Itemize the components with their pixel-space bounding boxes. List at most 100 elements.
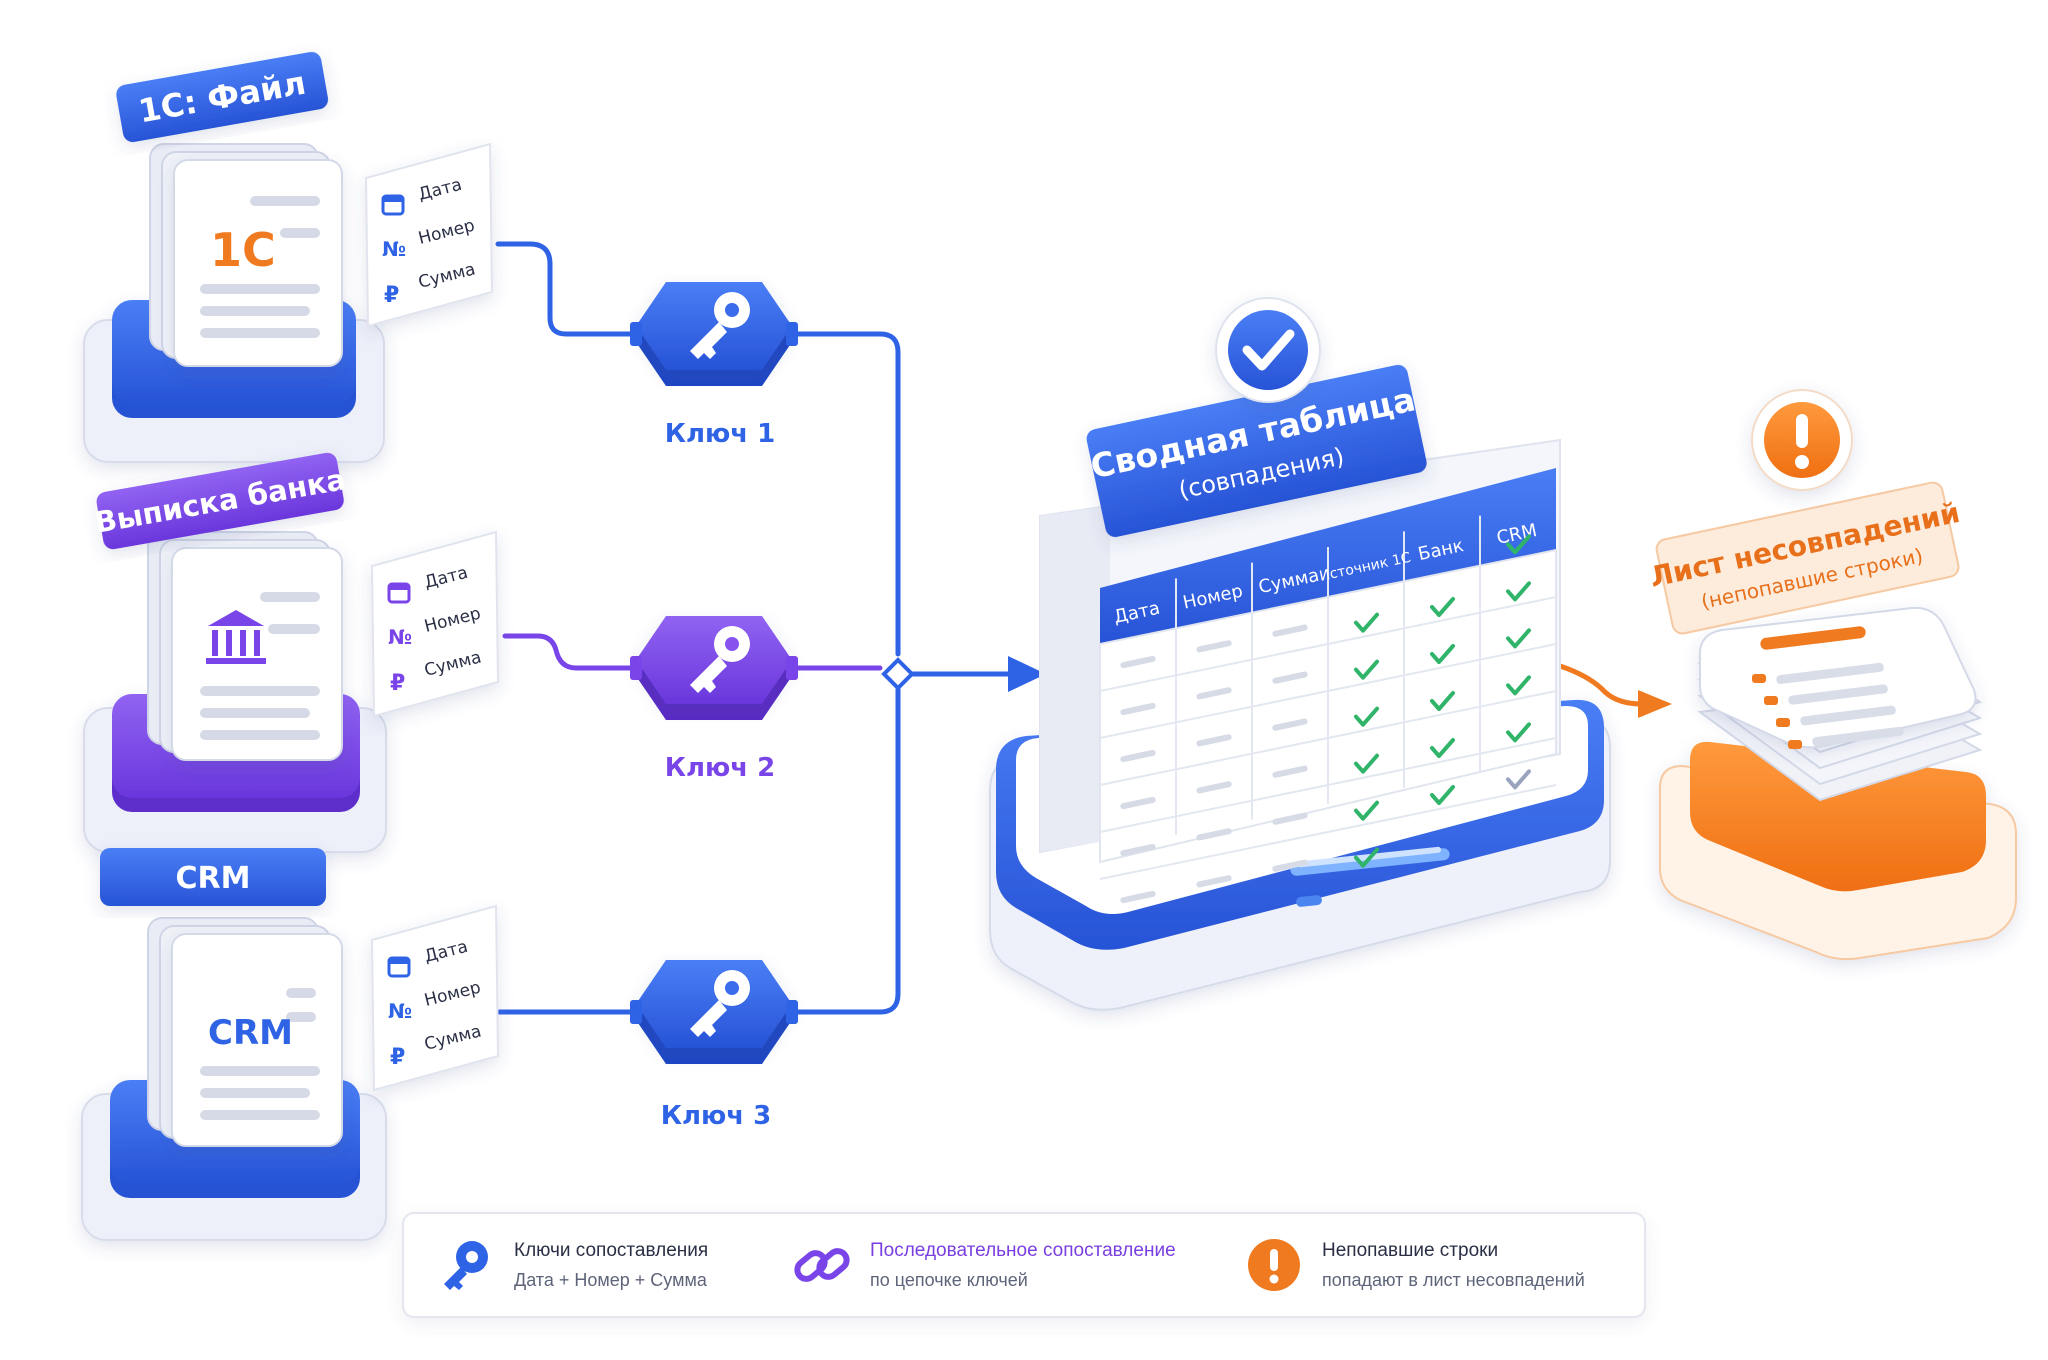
empty-cell-dash — [1196, 687, 1232, 700]
calendar-icon — [387, 956, 411, 978]
bank-icon — [206, 610, 266, 664]
match-check-icon — [1506, 581, 1531, 602]
empty-cell-dash — [1272, 812, 1308, 825]
ruble-icon: ₽ — [384, 283, 399, 308]
match-check-icon — [1506, 675, 1531, 696]
key-label: Ключ 3 — [661, 1101, 772, 1131]
table-grid — [1099, 515, 1557, 880]
key-icon — [444, 1241, 488, 1290]
exclamation-circle-icon — [1751, 389, 1853, 491]
key-label: Ключ 1 — [665, 419, 776, 449]
empty-cell-dash — [1272, 624, 1308, 637]
empty-cell-dash — [1196, 828, 1232, 841]
empty-cell-dash — [1120, 702, 1156, 716]
legend-item-mismatch: Непопавшие строки попадают в лист несовп… — [1242, 1233, 1585, 1297]
source-label: CRM — [176, 861, 251, 896]
crm-logo-icon: CRM — [208, 1013, 293, 1053]
table-match-checks — [1354, 534, 1531, 868]
key-icon — [690, 292, 750, 359]
key-node-1: Ключ 1 — [630, 282, 798, 449]
empty-cell-dash — [1196, 781, 1232, 794]
match-check-icon — [1430, 785, 1455, 805]
match-check-icon — [1430, 738, 1455, 758]
check-circle-icon — [1215, 297, 1321, 403]
arrow-to-summary — [1008, 656, 1046, 692]
empty-cell-dash — [1272, 765, 1308, 778]
mismatch-lines — [1752, 626, 1904, 749]
empty-cell-dash — [1272, 718, 1308, 731]
document-stack: CRM — [147, 917, 343, 1147]
match-check-icon — [1506, 534, 1531, 555]
row-divider — [1099, 690, 1557, 786]
1c-logo-icon: 1С — [210, 223, 276, 277]
legend-title: Последовательное сопоставление — [870, 1240, 1176, 1261]
legend-item-chain: Последовательное сопоставление по цепочк… — [790, 1233, 1242, 1297]
ruble-icon: ₽ — [390, 671, 405, 696]
empty-cell-dash — [1196, 640, 1232, 653]
empty-cell-dash — [1120, 749, 1156, 763]
key-node-2: Ключ 2 — [630, 616, 798, 783]
connector-key1-hub — [785, 331, 901, 657]
legend: Ключи сопоставления Дата + Номер + Сумма… — [402, 1212, 1646, 1318]
empty-cell-dash — [1120, 843, 1156, 857]
field-card: Дата № Номер ₽ Сумма — [370, 530, 500, 718]
document-stack — [147, 531, 343, 761]
field-card: Дата № Номер ₽ Сумма — [370, 904, 500, 1092]
legend-title: Ключи сопоставления — [514, 1240, 709, 1261]
match-check-icon — [1506, 628, 1531, 649]
hub-diamond — [881, 657, 915, 691]
chain-link-icon — [794, 1248, 850, 1282]
source-1c: 1С 1С: Файл Дата № Номер ₽ Сумма — [83, 51, 494, 463]
empty-cell-dash — [1120, 796, 1156, 810]
match-check-icon — [1354, 847, 1379, 868]
warning-icon — [1248, 1239, 1300, 1291]
legend-title: Непопавшие строки — [1322, 1240, 1499, 1261]
match-check-icon — [1354, 753, 1379, 774]
connectors — [495, 241, 1645, 1015]
source-crm: CRM CRM Дата № Номер ₽ Сумма — [81, 848, 500, 1241]
number-sign-icon: № — [382, 237, 406, 261]
match-check-icon — [1354, 706, 1379, 727]
match-check-icon — [1430, 597, 1455, 617]
mismatch-platform — [1659, 741, 2017, 961]
connector-source2-key2 — [502, 633, 643, 671]
number-sign-icon: № — [388, 625, 412, 649]
key-icon — [690, 626, 750, 693]
empty-cell-dash — [1120, 655, 1156, 669]
legend-subtitle: Дата + Номер + Сумма — [514, 1270, 707, 1290]
empty-cell-dash — [1272, 859, 1308, 872]
match-check-icon — [1506, 769, 1531, 790]
table-empty-cells — [1120, 624, 1308, 904]
source-label-badge: CRM — [100, 848, 326, 906]
document-stack: 1С — [149, 143, 343, 367]
document-stack — [1697, 606, 1983, 802]
empty-cell-dash — [1196, 875, 1232, 888]
arrow-to-mismatch — [1638, 690, 1672, 718]
empty-cell-dash — [1272, 671, 1308, 684]
connector-summary-mismatch — [1557, 663, 1645, 707]
row-divider — [1099, 784, 1557, 880]
connector-source1-key1 — [495, 241, 643, 337]
match-check-icon — [1354, 800, 1379, 821]
legend-item-keys: Ключи сопоставления Дата + Номер + Сумма — [434, 1233, 790, 1297]
row-divider — [1099, 596, 1557, 692]
match-check-icon — [1354, 612, 1379, 633]
match-check-icon — [1506, 722, 1531, 743]
legend-subtitle: попадают в лист несовпадений — [1322, 1270, 1585, 1290]
empty-cell-dash — [1196, 734, 1232, 747]
row-divider — [1099, 643, 1557, 739]
key-icon — [690, 970, 750, 1037]
source-label-badge: 1С: Файл — [116, 51, 329, 143]
calendar-icon — [381, 194, 405, 216]
empty-cell-dash — [1120, 890, 1156, 904]
calendar-icon — [387, 582, 411, 604]
row-divider — [1099, 737, 1557, 833]
key-node-3: Ключ 3 — [630, 960, 798, 1131]
legend-subtitle: по цепочке ключей — [870, 1270, 1028, 1290]
ruble-icon: ₽ — [390, 1045, 405, 1070]
field-card: Дата № Номер ₽ Сумма — [364, 142, 494, 328]
match-check-icon — [1354, 659, 1379, 680]
